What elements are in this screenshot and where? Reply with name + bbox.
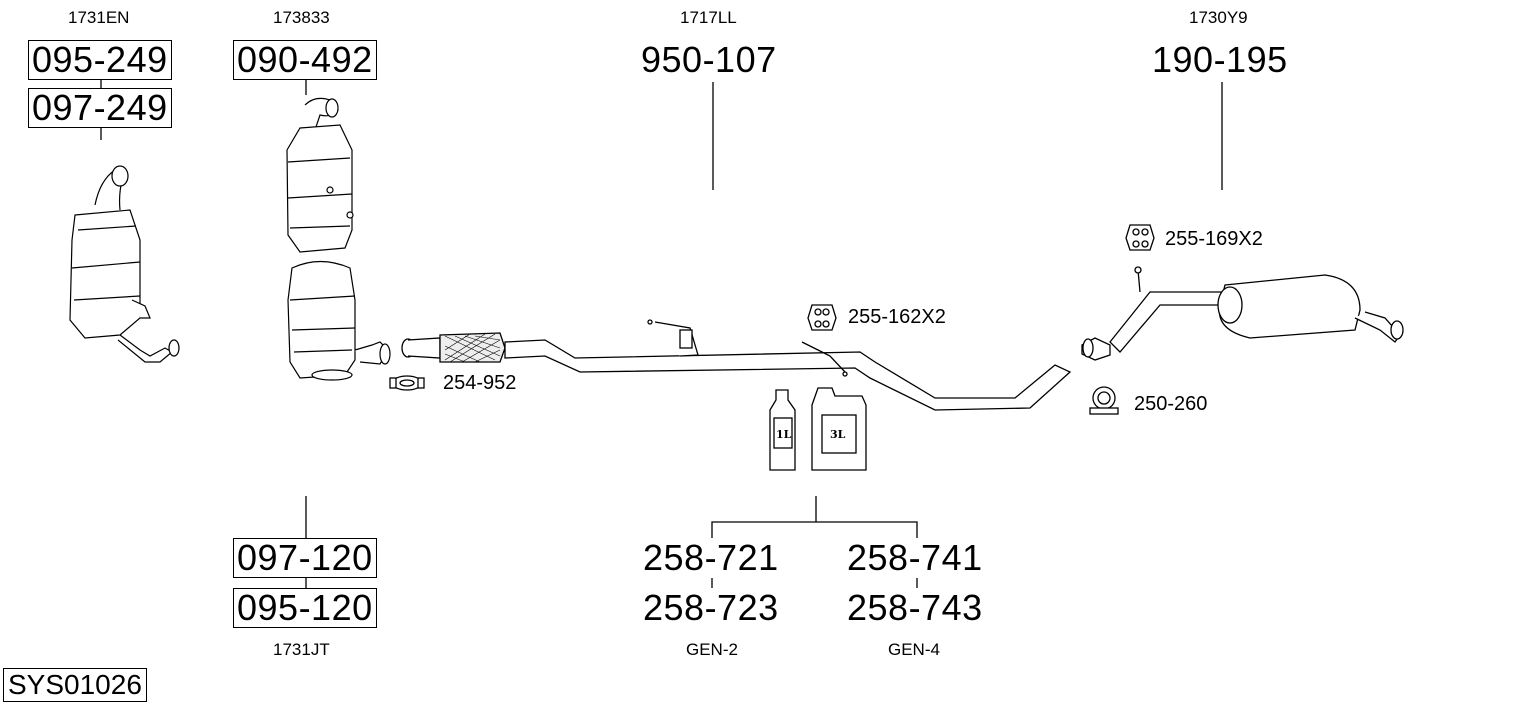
dpf-mid xyxy=(287,260,391,381)
code-dpf-2[interactable]: 095-120 xyxy=(233,588,377,628)
ref-rear-muffler: 1730Y9 xyxy=(1189,8,1248,27)
bottle-large-label: 3L xyxy=(830,428,846,441)
hanger-mid-icon xyxy=(807,304,837,331)
code-cat-left-1[interactable]: 095-249 xyxy=(28,40,172,80)
code-cat-left-2[interactable]: 097-249 xyxy=(28,88,172,128)
code-clamp-rear[interactable]: 250-260 xyxy=(1134,393,1208,415)
ref-cat-left: 1731EN xyxy=(68,8,130,27)
catalyst-mid xyxy=(286,97,354,253)
ref-additive-left: GEN-2 xyxy=(686,640,738,659)
ref-additive-right: GEN-4 xyxy=(888,640,940,659)
clamp-rear-icon xyxy=(1089,386,1119,415)
code-cat-mid[interactable]: 090-492 xyxy=(233,40,377,80)
code-clamp-front[interactable]: 254-952 xyxy=(443,372,517,394)
rear-muffler xyxy=(1081,266,1404,361)
clamp-front-icon xyxy=(389,375,425,391)
catalyst-left xyxy=(69,165,180,363)
system-id: SYS01026 xyxy=(3,668,147,702)
code-mid-pipe[interactable]: 950-107 xyxy=(641,39,777,80)
ref-mid-pipe: 1717LL xyxy=(680,8,737,27)
code-rear-muffler[interactable]: 190-195 xyxy=(1152,39,1288,80)
flex-pipe xyxy=(439,332,506,363)
mid-pipe xyxy=(401,319,1072,411)
bottle-small-label: 1L xyxy=(776,428,792,441)
code-additive-right-2[interactable]: 258-743 xyxy=(847,587,983,628)
code-additive-right-1[interactable]: 258-741 xyxy=(847,537,983,578)
code-additive-left-2[interactable]: 258-723 xyxy=(643,587,779,628)
ref-dpf: 1731JT xyxy=(273,640,330,659)
code-hanger-mid[interactable]: 255-162X2 xyxy=(848,306,946,328)
code-dpf-1[interactable]: 097-120 xyxy=(233,538,377,578)
hanger-rear-icon xyxy=(1125,224,1155,251)
code-additive-left-1[interactable]: 258-721 xyxy=(643,537,779,578)
code-hanger-rear[interactable]: 255-169X2 xyxy=(1165,228,1263,250)
ref-cat-mid: 173833 xyxy=(273,8,330,27)
